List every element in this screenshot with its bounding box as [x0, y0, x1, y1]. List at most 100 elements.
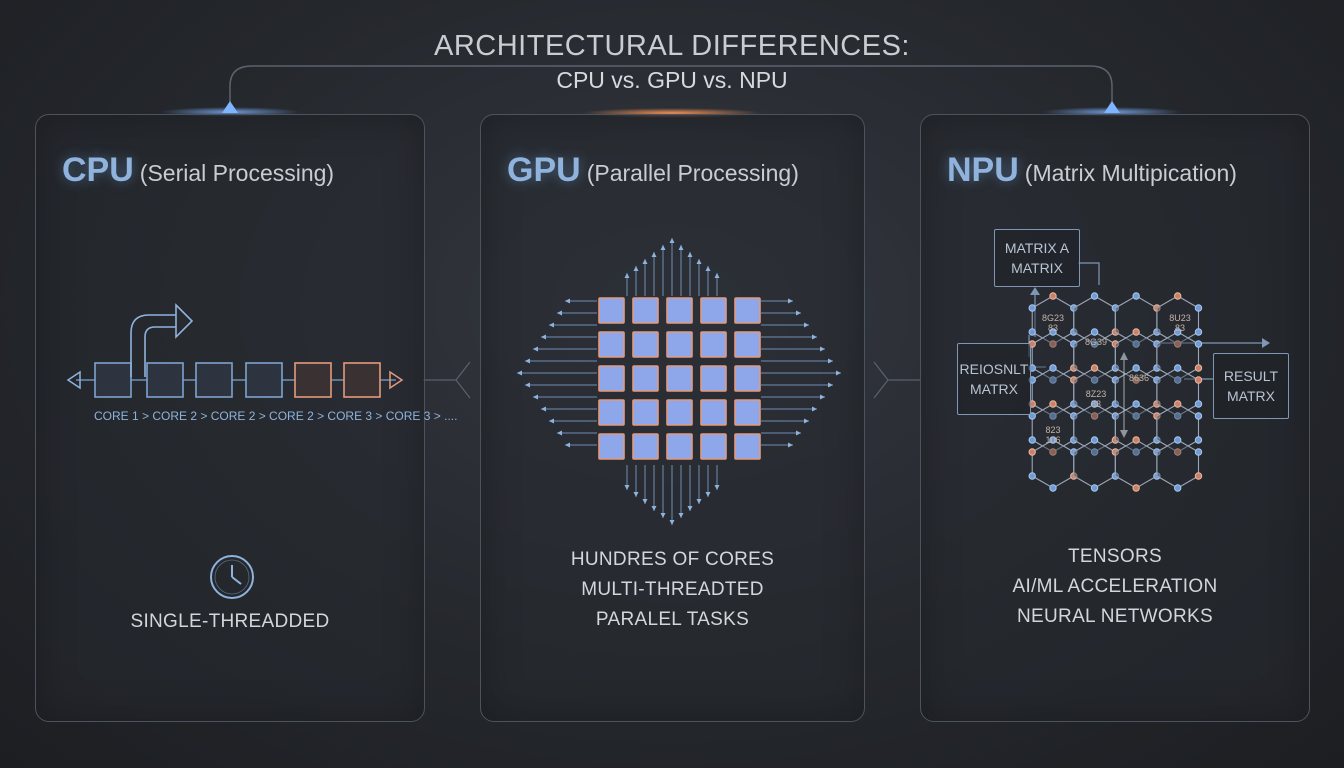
hex-node: [1049, 448, 1057, 456]
gpu-core: [632, 331, 659, 358]
hex-node: [1132, 292, 1140, 300]
hex-node: [1028, 448, 1036, 456]
hex-node: [1174, 448, 1182, 456]
hex-node: [1090, 484, 1099, 492]
hex-node: [1049, 484, 1057, 492]
result-matrix-label: RESULT: [1223, 368, 1279, 384]
hex-node: [1194, 376, 1203, 384]
hex-node: [1194, 340, 1203, 348]
hex-node: [1049, 340, 1057, 348]
result-matrix-sublabel: MATRX: [1227, 388, 1275, 404]
npu-title: NPU(Matrix Multipication): [947, 151, 1237, 190]
gpu-feature: MULTI-THREADTED: [581, 579, 764, 600]
hex-node: [1132, 436, 1140, 444]
hex-node: [1049, 400, 1057, 408]
hex-node: [1132, 340, 1140, 348]
hex-node: [1132, 484, 1140, 492]
gpu-core: [632, 365, 659, 392]
cpu-core-boxes: [94, 362, 381, 398]
gpu-core: [598, 399, 625, 426]
hex-node: [1049, 412, 1057, 420]
gpu-core: [700, 331, 727, 358]
cpu-core-box: [146, 362, 184, 398]
hex-node: [1028, 436, 1036, 444]
diagram-subtitle: CPU vs. GPU vs. NPU: [556, 67, 788, 93]
hex-node: [1174, 436, 1182, 444]
matrix-a-sublabel: MATRIX: [1011, 260, 1063, 276]
cpu-serial-pipeline: CORE 1 > CORE 2 > CORE 2 > CORE 2 > CORE…: [66, 303, 457, 599]
right-arrow-icon: [389, 370, 404, 390]
hex-node: [1028, 412, 1036, 420]
cpu-feature: SINGLE-THREADDED: [130, 611, 330, 632]
gpu-core: [700, 297, 727, 324]
hex-node: [1049, 292, 1057, 300]
npu-systolic-array: 8G23 83 8G39 8U23 83 8636 8Z23 83 823 10…: [1028, 262, 1270, 492]
hex-node: [1028, 304, 1036, 312]
cpu-panel: CPU(Serial Processing) CORE 1 > CORE 2 >…: [35, 114, 457, 722]
cpu-core-box: [245, 362, 283, 398]
hex-value: 8G39: [1085, 337, 1107, 347]
gpu-core: [734, 433, 761, 460]
hex-node: [1049, 376, 1057, 384]
hex-node: [1194, 436, 1203, 444]
cpu-description: (Serial Processing): [139, 160, 335, 186]
gpu-core: [734, 331, 761, 358]
hex-cell: [1156, 439, 1200, 489]
result-matrix-box: RESULT MATRX: [1213, 353, 1289, 419]
hex-node: [1194, 364, 1203, 372]
hex-cell: [1114, 439, 1158, 489]
diagram-title: ARCHITECTURAL DIFFERENCES:: [434, 30, 910, 62]
gpu-name: GPU: [507, 151, 581, 189]
cpu-core-box: [294, 362, 332, 398]
gpu-core: [666, 399, 693, 426]
hex-value: 8Z23: [1086, 389, 1107, 399]
hex-cell: [1073, 439, 1116, 489]
hex-node: [1194, 412, 1203, 420]
left-arrow-icon: [66, 370, 81, 390]
hex-value: 823: [1045, 425, 1060, 435]
gpu-title: GPU(Parallel Processing): [507, 151, 799, 190]
cpu-core-box: [343, 362, 381, 398]
hex-node: [1174, 412, 1182, 420]
npu-feature: NEURAL NETWORKS: [1017, 606, 1213, 627]
hex-node: [1132, 364, 1140, 372]
matrix-a-label: MATRIX A: [1004, 240, 1070, 256]
gpu-core: [666, 365, 693, 392]
redirect-arrow-icon: [130, 303, 194, 377]
cpu-core-box: [94, 362, 132, 398]
hex-node: [1194, 472, 1203, 480]
gpu-core: [700, 365, 727, 392]
cpu-core-sequence: CORE 1 > CORE 2 > CORE 2 > CORE 2 > CORE…: [94, 409, 457, 423]
hex-node: [1049, 328, 1057, 336]
gpu-core: [700, 399, 727, 426]
hex-node: [1028, 328, 1036, 336]
diagram-header: ARCHITECTURAL DIFFERENCES: CPU vs. GPU v…: [0, 30, 1344, 94]
gpu-core: [598, 433, 625, 460]
gpu-feature-list: HUNDRES OF CORES MULTI-THREADTED PARALEL…: [481, 545, 864, 635]
hex-value: 8U23: [1169, 313, 1191, 323]
gpu-feature: PARALEL TASKS: [595, 609, 750, 630]
gpu-core: [666, 331, 693, 358]
hex-node: [1090, 376, 1099, 384]
cpu-feature-list: SINGLE-THREADDED: [36, 607, 424, 637]
gpu-core: [632, 399, 659, 426]
gpu-core: [734, 365, 761, 392]
hex-node: [1132, 328, 1140, 336]
hex-node: [1090, 340, 1099, 348]
clock-icon: [210, 555, 254, 599]
hex-node: [1049, 364, 1057, 372]
hex-grid: [1028, 292, 1203, 492]
gpu-core-grid: [517, 238, 841, 525]
cpu-title: CPU(Serial Processing): [62, 151, 334, 190]
hex-node: [1194, 328, 1203, 336]
parallel-data-lines: [517, 238, 841, 525]
hex-node: [1174, 364, 1182, 372]
gpu-core: [700, 433, 727, 460]
hex-node: [1194, 448, 1203, 456]
hex-value: 83: [1175, 323, 1185, 333]
hex-node: [1090, 400, 1099, 408]
gpu-panel: GPU(Parallel Processing) HUNDRES OF CORE…: [480, 114, 865, 722]
hex-node: [1132, 400, 1140, 408]
npu-name: NPU: [947, 151, 1019, 189]
